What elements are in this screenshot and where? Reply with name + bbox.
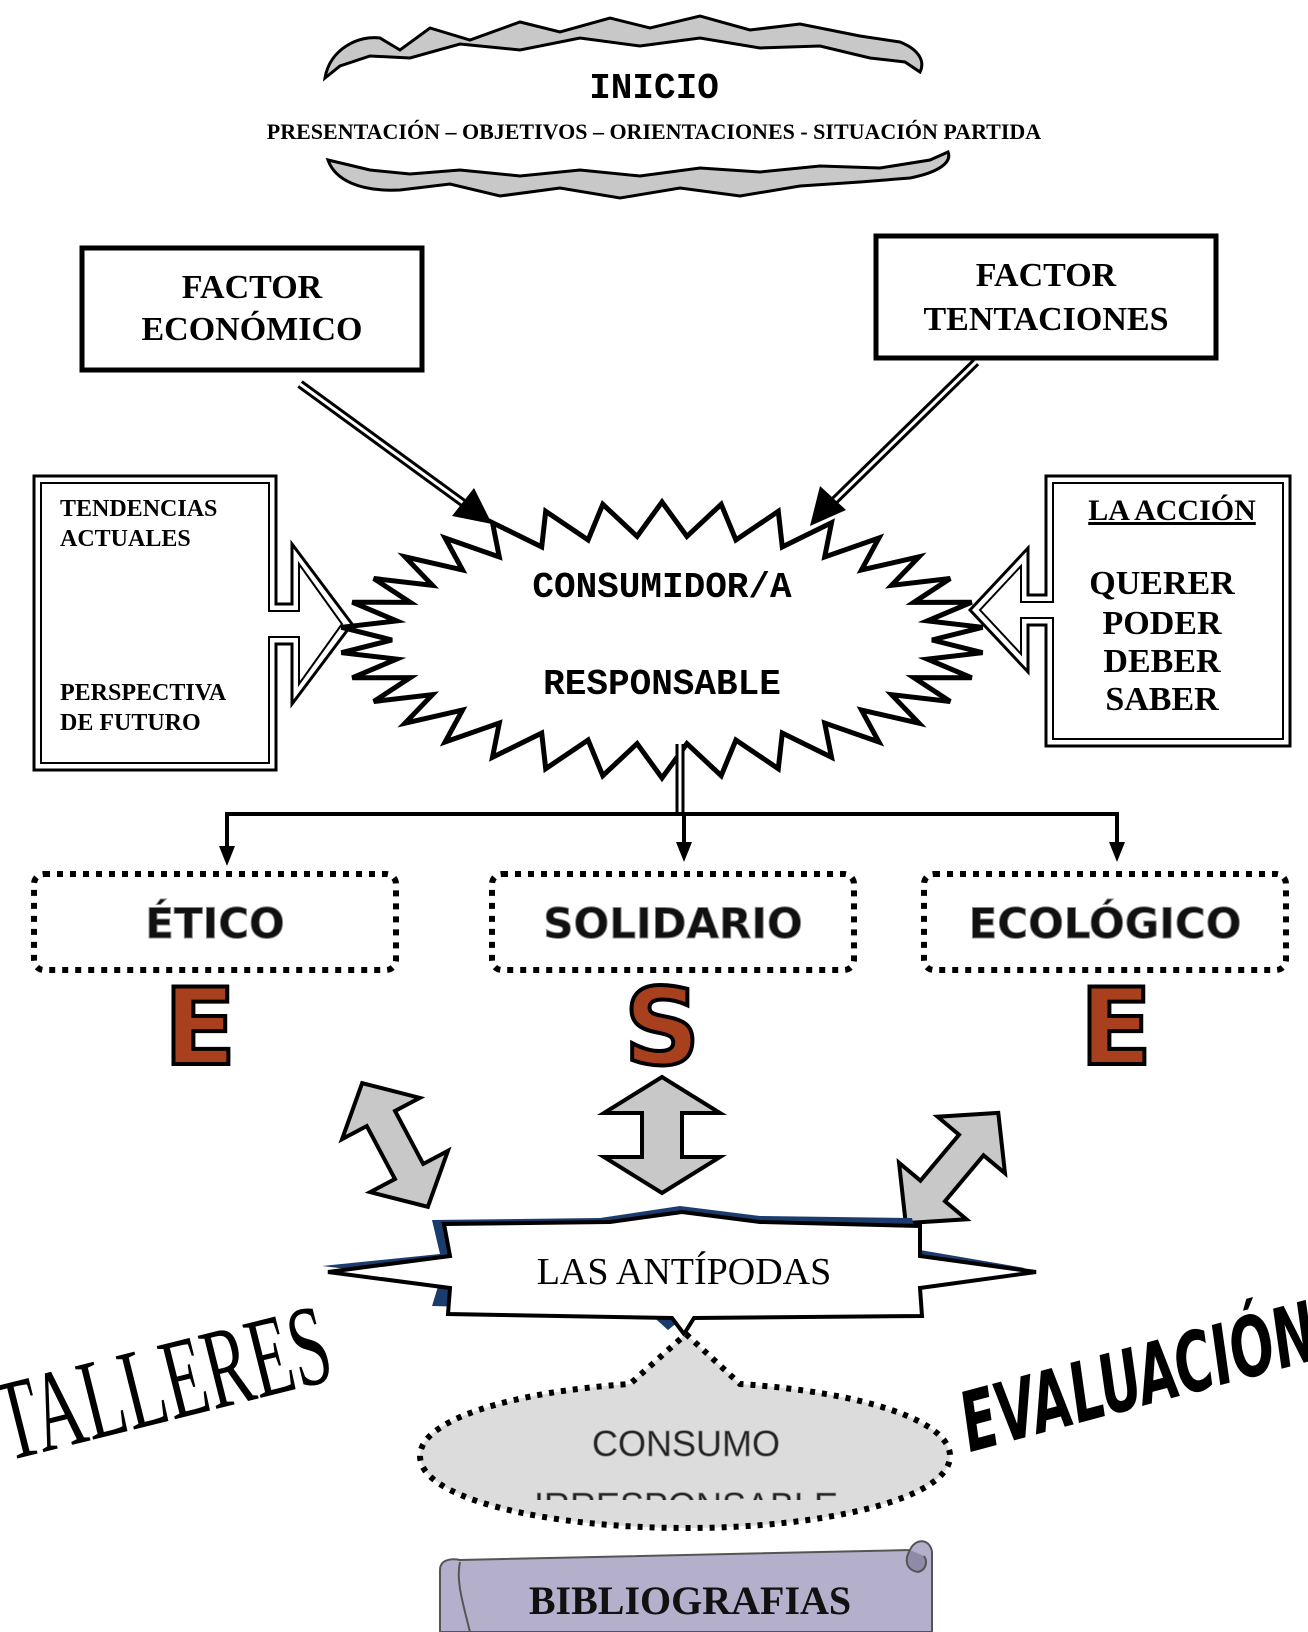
pillar-etico-letter: E — [164, 966, 236, 1089]
accion-item-poder: PODER — [1103, 605, 1222, 642]
pillar-ecologico: ECOLÓGICO E — [921, 871, 1289, 1091]
arrow-economico-to-center — [297, 380, 492, 524]
double-arrow-center — [596, 1074, 728, 1196]
factor-tentaciones-box: FACTOR TENTACIONES — [873, 233, 1219, 361]
bibliografias-label: BIBLIOGRAFIAS — [529, 1578, 851, 1623]
evaluacion-label: EVALUACIÓN — [950, 1283, 1308, 1472]
factor-tentaciones-line2: TENTACIONES — [924, 301, 1169, 338]
pillar-ecologico-letter: E — [1080, 966, 1152, 1089]
double-arrow-left — [338, 1080, 452, 1210]
factor-economico-box: FACTOR ECONÓMICO — [79, 245, 425, 373]
inicio-title: INICIO — [589, 68, 719, 109]
pillar-etico: ÉTICO E — [31, 871, 399, 1091]
antipodas-label: LAS ANTÍPODAS — [537, 1251, 832, 1293]
factor-tentaciones-line1: FACTOR — [976, 257, 1117, 294]
arrow-tentaciones-to-center — [810, 358, 980, 526]
perspectiva-line2: DE FUTURO — [60, 710, 201, 736]
consumo-callout-shape — [416, 1329, 954, 1532]
bibliografias-scroll: BIBLIOGRAFIAS — [439, 1540, 933, 1632]
inicio-banner: INICIO PRESENTACIÓN – OBJETIVOS – ORIENT… — [267, 14, 1042, 200]
inicio-subtitle: PRESENTACIÓN – OBJETIVOS – ORIENTACIONES… — [267, 119, 1042, 144]
consumo-line1: CONSUMO — [592, 1423, 780, 1464]
accion-item-querer: QUERER — [1089, 565, 1235, 602]
evaluacion-wordart: EVALUACIÓN — [950, 1283, 1308, 1472]
center-line2: RESPONSABLE — [543, 664, 781, 705]
center-starburst: CONSUMIDOR/A RESPONSABLE — [340, 497, 984, 783]
starburst-shape — [340, 497, 984, 783]
scroll-shape — [439, 1540, 933, 1632]
consumo-callout: CONSUMO IRRESPONSABLE — [416, 1329, 954, 1532]
left-info-box: TENDENCIAS ACTUALES PERSPECTIVA DE FUTUR… — [32, 474, 354, 772]
la-accion-title: LA ACCIÓN — [1088, 494, 1256, 527]
factor-economico-line2: ECONÓMICO — [142, 310, 363, 348]
factor-economico-line1: FACTOR — [182, 269, 323, 306]
inicio-top-cloud — [322, 14, 924, 82]
inicio-bottom-cloud — [325, 149, 951, 200]
antipodas-shape — [327, 1209, 1037, 1338]
pillar-solidario-letter: S — [624, 966, 700, 1089]
perspectiva-line1: PERSPECTIVA — [60, 680, 227, 706]
center-line1: CONSUMIDOR/A — [532, 567, 792, 608]
pillar-ecologico-label: ECOLÓGICO — [969, 898, 1242, 948]
right-info-box: LA ACCIÓN QUERER PODER DEBER SABER — [967, 474, 1292, 748]
tendencias-line2: ACTUALES — [60, 526, 191, 552]
pillar-solidario: SOLIDARIO S — [489, 871, 857, 1091]
talleres-wordart: TALLERES — [0, 1279, 343, 1486]
consumo-line2: IRRESPONSABLE — [534, 1485, 838, 1526]
right-box-with-arrow — [967, 474, 1292, 748]
pillar-connector — [219, 744, 1125, 866]
pillar-etico-label: ÉTICO — [145, 898, 285, 948]
talleres-label: TALLERES — [0, 1279, 343, 1486]
pillar-solidario-label: SOLIDARIO — [543, 899, 802, 948]
accion-item-saber: SABER — [1105, 681, 1219, 718]
tendencias-line1: TENDENCIAS — [60, 496, 217, 522]
accion-item-deber: DEBER — [1103, 643, 1221, 680]
antipodas-banner: LAS ANTÍPODAS — [322, 1206, 1037, 1338]
left-box-with-arrow — [32, 474, 354, 772]
